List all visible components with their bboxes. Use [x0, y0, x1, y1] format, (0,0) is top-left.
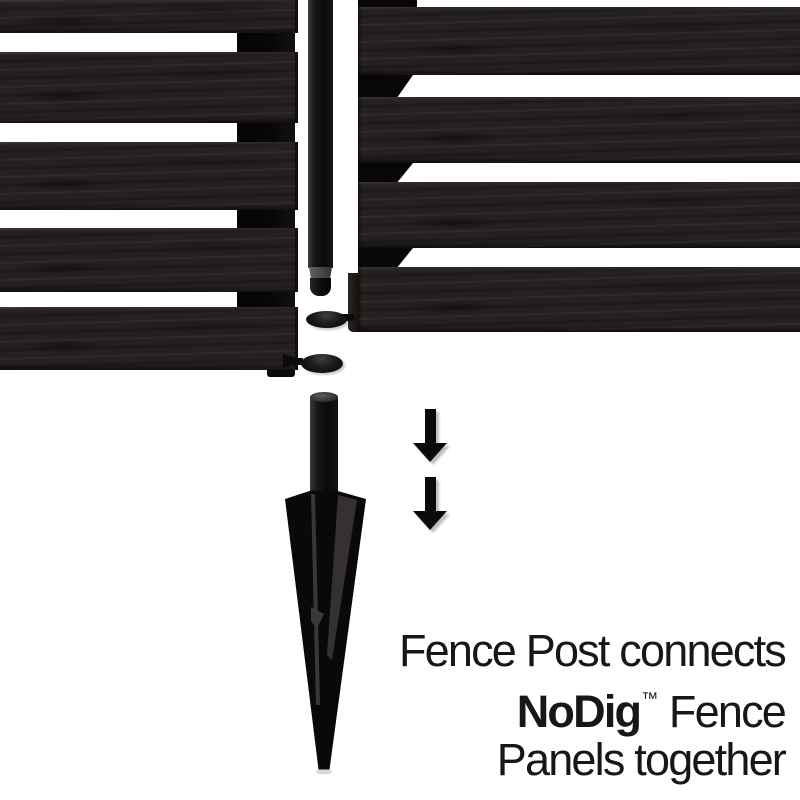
wood-slat	[0, 228, 298, 292]
slat-end-bevel	[358, 163, 413, 182]
brand-name: NoDig	[516, 686, 642, 737]
wood-slat	[0, 52, 298, 123]
fence-post-tip	[310, 278, 331, 296]
fence-post-bevel	[309, 267, 332, 279]
wood-slat	[0, 142, 298, 210]
trademark-symbol: ™	[641, 689, 659, 708]
panel-end-rail	[237, 123, 295, 142]
fence-panel-right	[348, 0, 800, 333]
connector-clip-lower	[301, 354, 343, 373]
no-dig-spike	[285, 490, 366, 775]
spike-shaft-top	[310, 392, 338, 402]
panel-foot	[267, 370, 295, 377]
panel-end-rail	[237, 33, 295, 52]
wood-slat	[0, 0, 298, 33]
spike-shaft	[310, 397, 338, 494]
panel-end-rail	[237, 210, 295, 228]
caption-line-2: NoDig™ Fence	[399, 675, 787, 737]
wood-slat	[0, 307, 298, 370]
connector-arm	[286, 358, 303, 365]
connector-arm	[342, 314, 354, 321]
caption-line-3: Panels together	[496, 734, 787, 785]
down-arrows	[413, 409, 447, 530]
caption-line-2-rest: Fence	[658, 686, 787, 737]
fence-post	[308, 0, 333, 268]
down-arrow-icon	[413, 477, 447, 530]
slat-end-bevel	[358, 75, 413, 97]
panel-end-rail	[237, 292, 295, 307]
caption-line-1: Fence Post connects	[398, 625, 787, 676]
caption: Fence Post connects NoDig™ Fence Panels …	[398, 625, 787, 785]
slat-end-bevel	[358, 0, 417, 7]
wood-slat	[358, 182, 800, 248]
wood-slat	[358, 7, 800, 75]
panel-end-cap	[348, 273, 358, 332]
wood-bottom-rail	[358, 267, 800, 332]
wood-slat	[358, 97, 800, 163]
slat-end-bevel	[358, 248, 413, 267]
connector-clip-upper	[306, 311, 347, 328]
down-arrow-icon	[413, 409, 447, 462]
